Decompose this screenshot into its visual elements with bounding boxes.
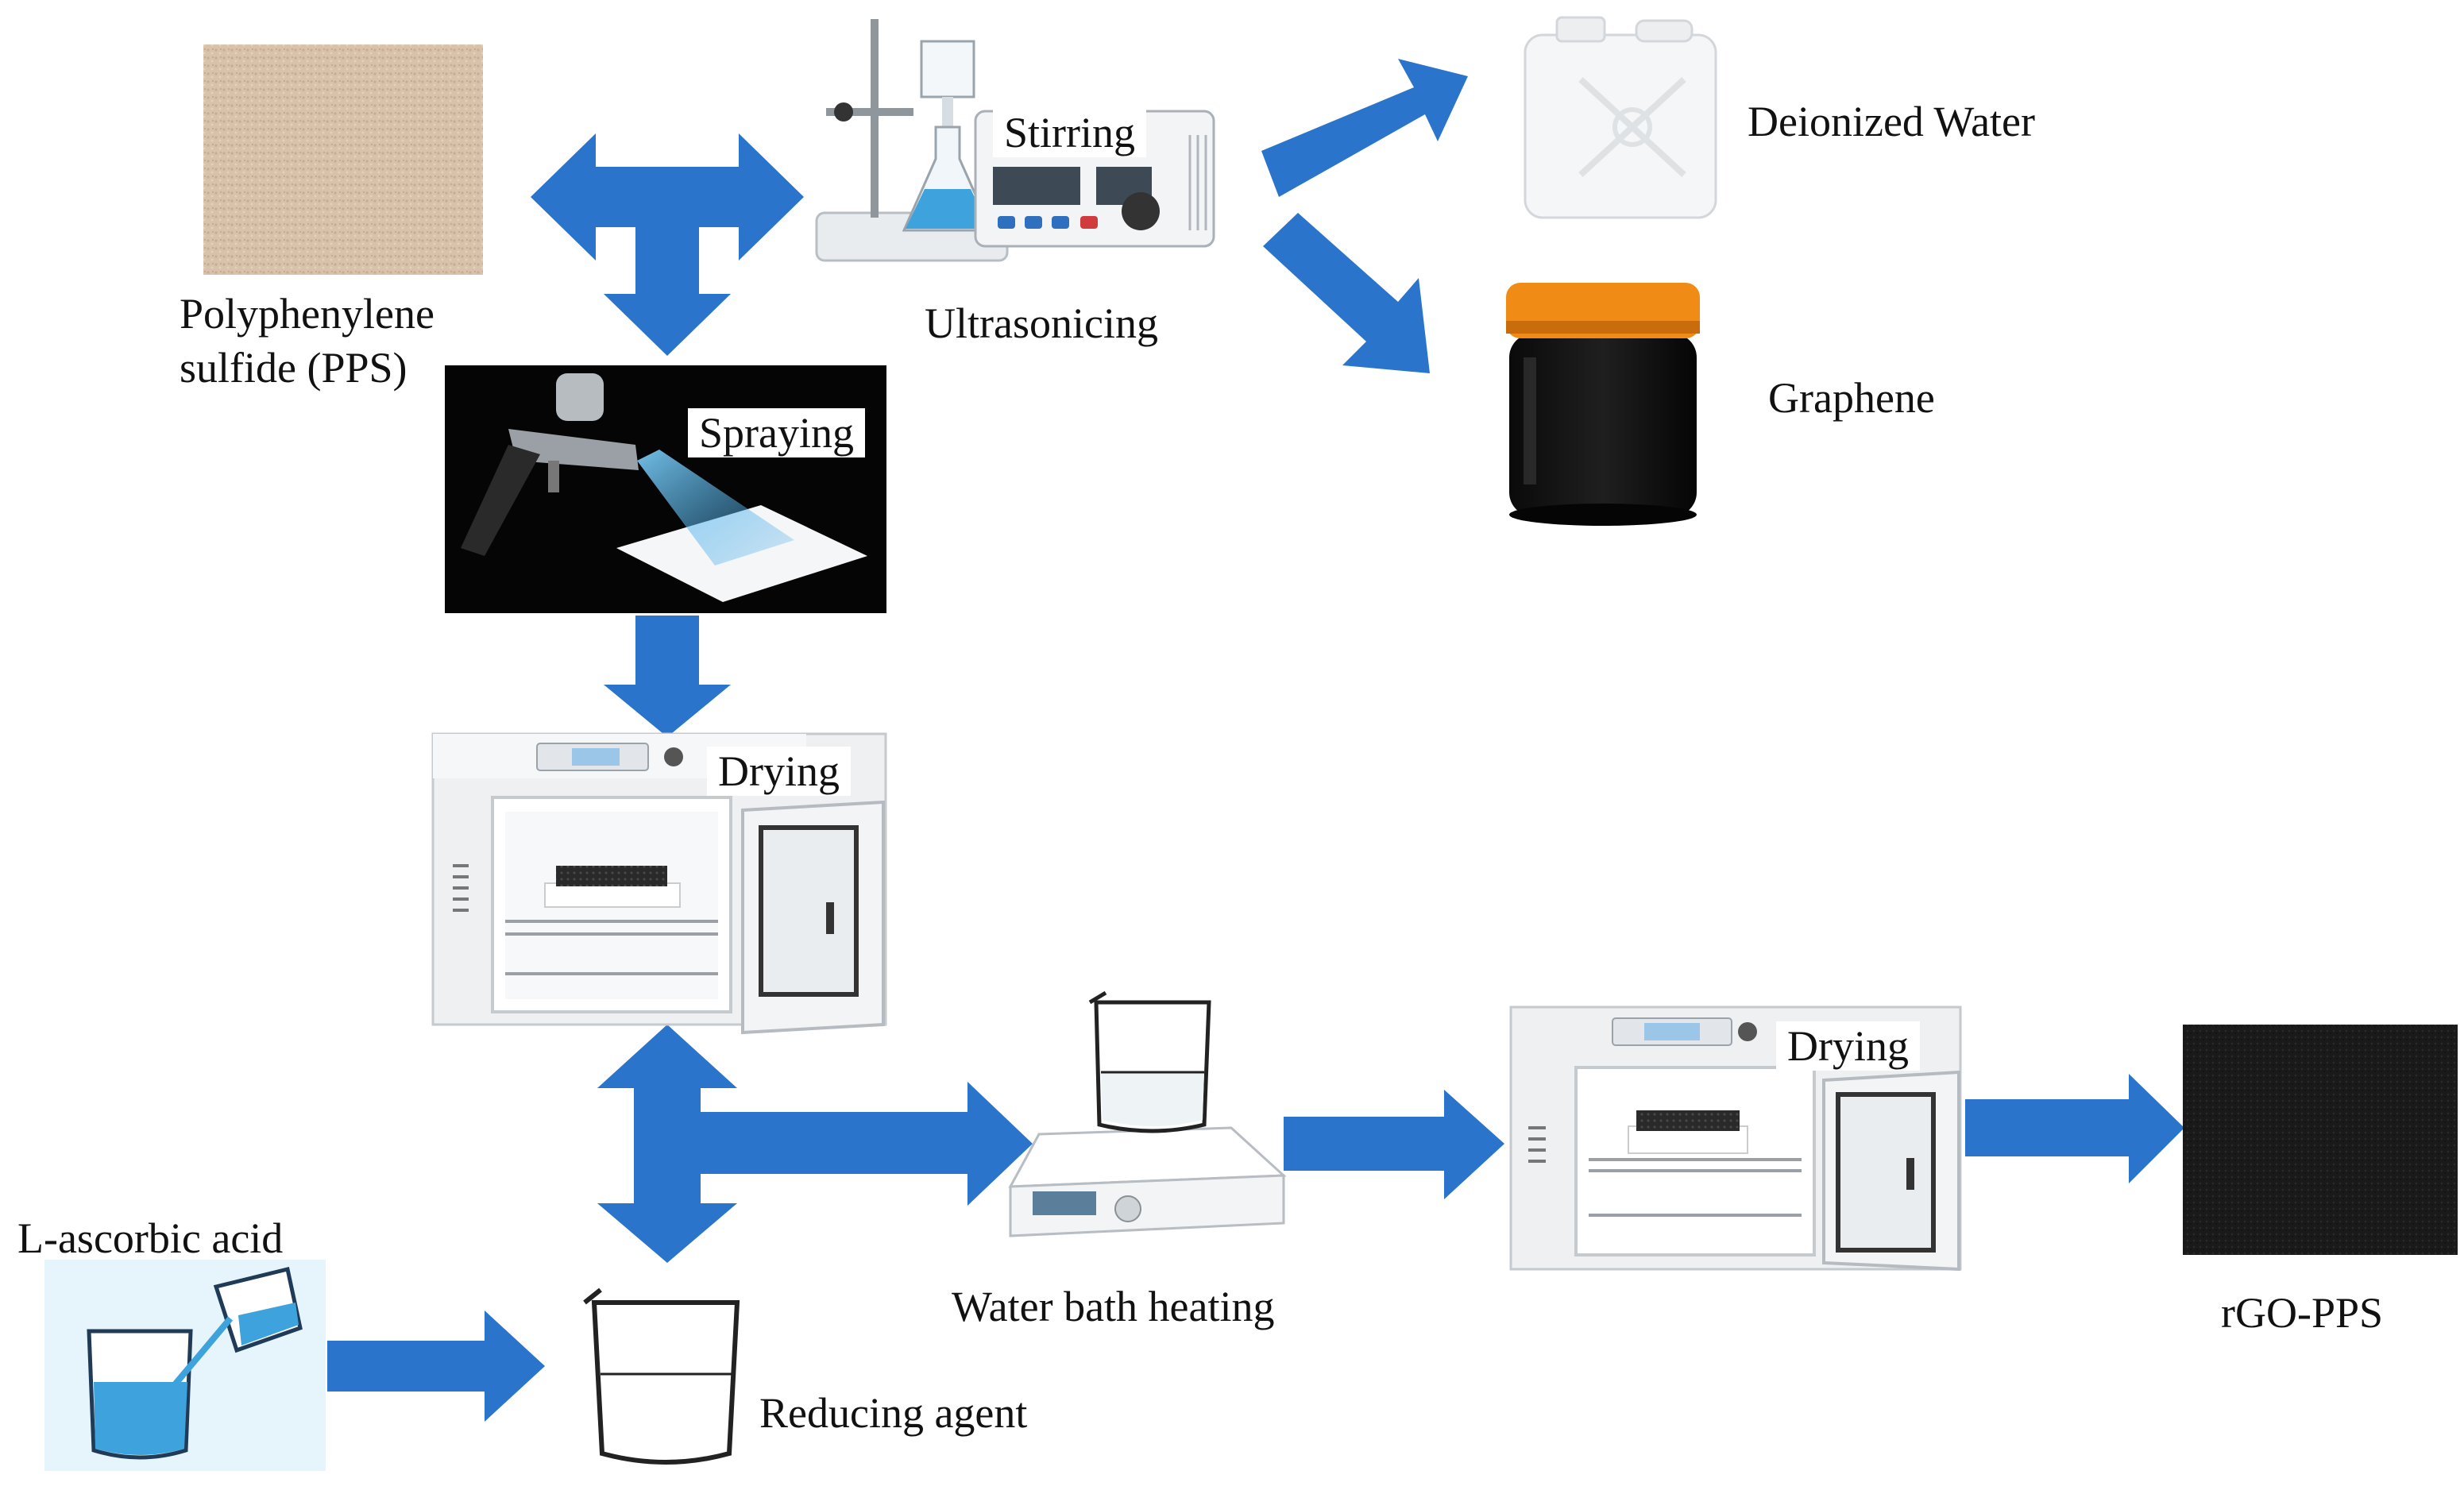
drying-oven-1-image	[431, 732, 887, 1035]
reducing-agent-beaker-image	[583, 1287, 740, 1465]
drying-1-label: Drying	[707, 747, 851, 797]
arrow-to-rgo-pps	[1965, 1074, 2184, 1183]
double-horizontal-arrow	[531, 133, 804, 261]
arrow-to-graphene	[1263, 213, 1430, 373]
graphene-jar-image	[1506, 283, 1700, 526]
pps-sample-image	[203, 44, 483, 275]
arrow-spraying-to-drying	[604, 616, 731, 737]
pps-label-line1: Polyphenylene	[180, 290, 434, 338]
deionized-water-label: Deionized Water	[1748, 98, 2035, 145]
drying-2-label: Drying	[1776, 1021, 1920, 1071]
graphene-label: Graphene	[1768, 374, 1935, 422]
water-bath-label: Water bath heating	[952, 1283, 1275, 1330]
arrow-to-drying-2	[1284, 1090, 1504, 1199]
arrow-to-water-bath	[701, 1082, 1033, 1206]
vertical-double-arrow	[597, 1025, 737, 1263]
spraying-image	[445, 365, 886, 613]
arrows	[327, 59, 2184, 1422]
rgo-pps-label: rGO-PPS	[2221, 1289, 2384, 1337]
spraying-label: Spraying	[688, 408, 865, 458]
rgo-pps-sample-image	[2183, 1025, 2458, 1255]
pps-label-line2: sulfide (PPS)	[180, 344, 407, 392]
deionized-water-canister-image	[1524, 16, 1717, 219]
stirring-label: Stirring	[993, 108, 1147, 158]
water-bath-heater-image	[1008, 990, 1287, 1237]
l-ascorbic-acid-label: L-ascorbic acid	[17, 1214, 284, 1262]
down-arrow-to-spraying	[604, 227, 731, 356]
reducing-agent-label: Reducing agent	[759, 1389, 1028, 1437]
arrow-to-reducing-agent	[327, 1311, 545, 1422]
arrow-to-deionized-water	[1261, 59, 1468, 197]
l-ascorbic-acid-image	[44, 1260, 326, 1471]
stirrer-ultrasonicator-image	[815, 19, 1215, 262]
ultrasonicing-label: Ultrasonicing	[925, 299, 1158, 347]
